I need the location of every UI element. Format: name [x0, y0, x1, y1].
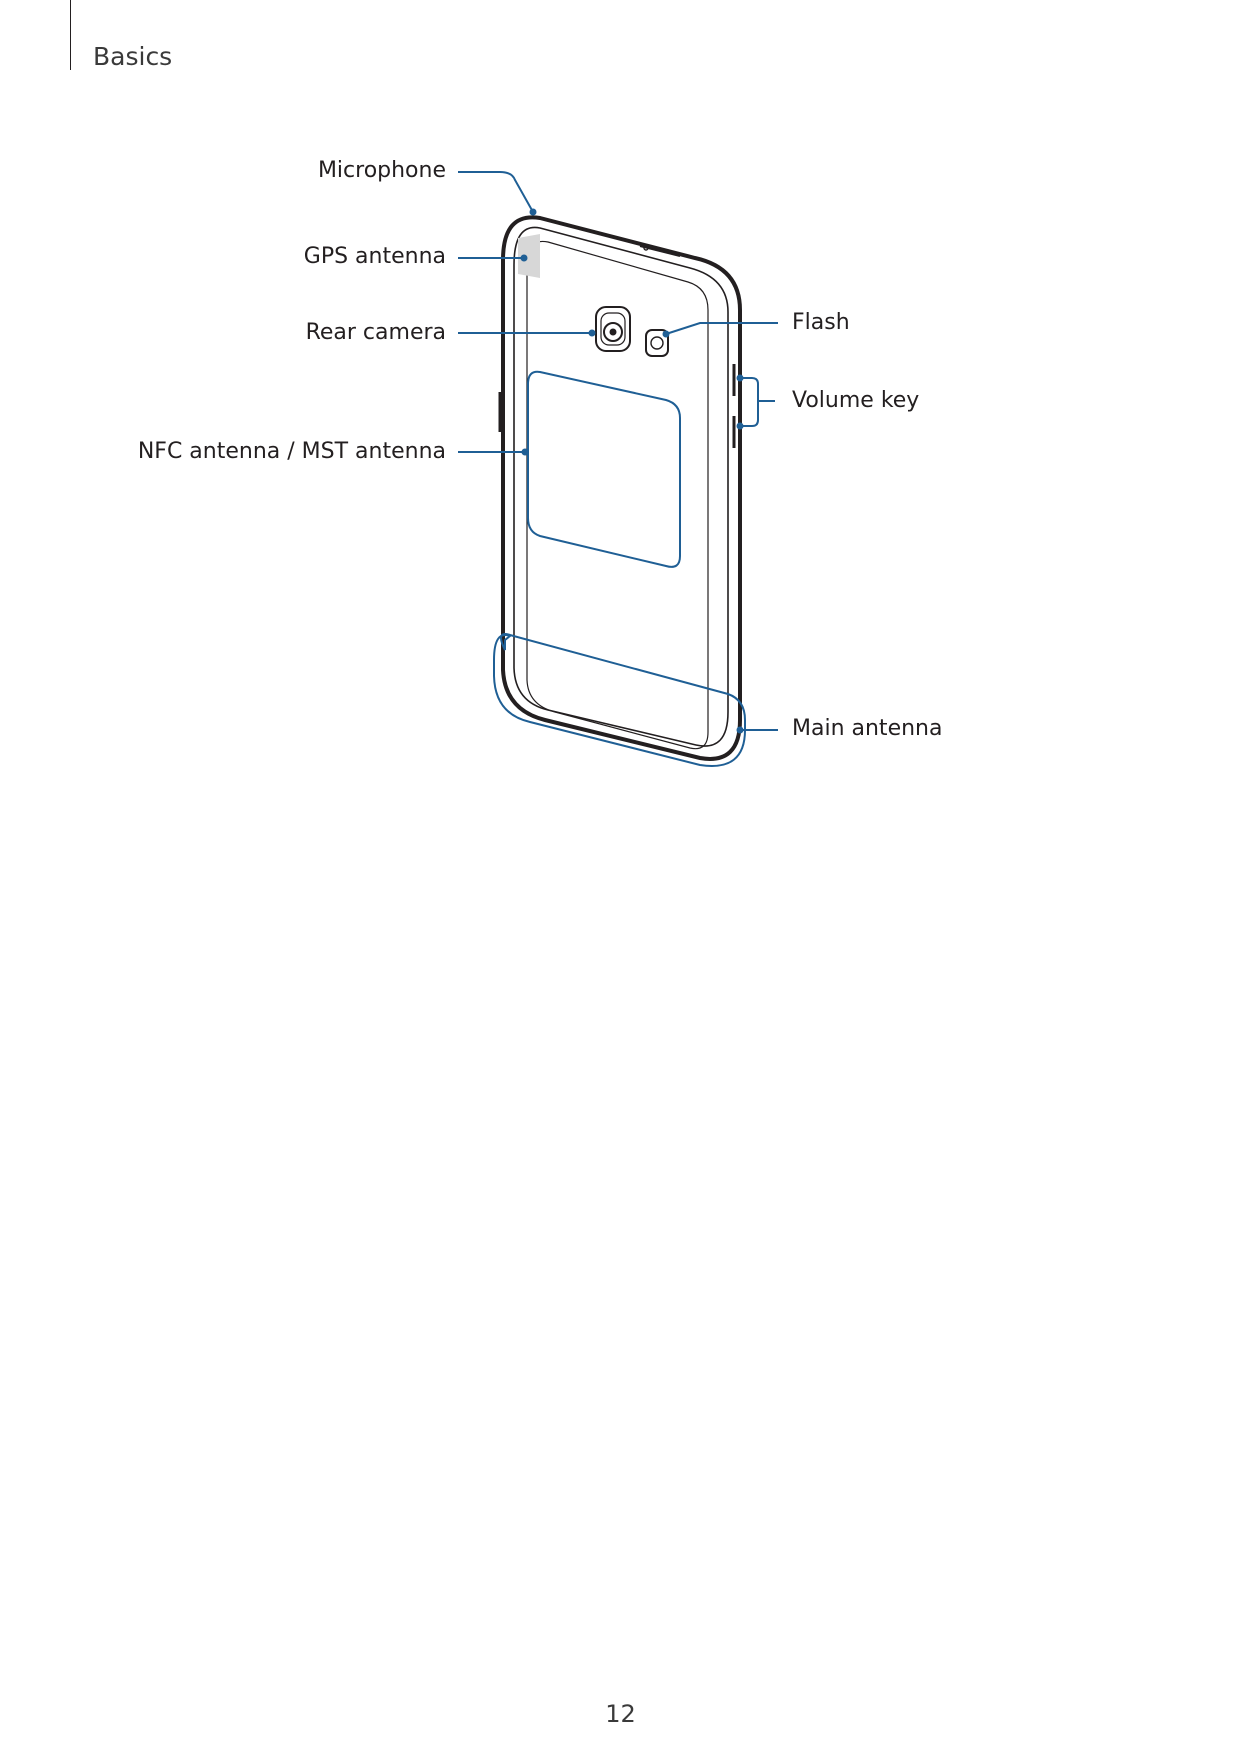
microphone-label: Microphone: [317, 158, 446, 183]
rear-camera-label: Rear camera: [305, 320, 446, 345]
phone-body: [498, 215, 742, 761]
main-antenna-area: [493, 633, 746, 767]
callout-microphone: [458, 171, 534, 213]
main-antenna-label: Main antenna: [792, 716, 943, 741]
callout-flash: [665, 322, 778, 335]
section-title: Basics: [93, 42, 173, 71]
page-number: 12: [605, 1700, 636, 1728]
volume-key-label: Volume key: [792, 388, 920, 413]
nfc-mst-antenna-label: NFC antenna / MST antenna: [137, 439, 446, 464]
gps-antenna-label: GPS antenna: [303, 244, 446, 269]
callout-lines: [458, 171, 778, 731]
gps-antenna-area: [518, 234, 540, 278]
phone-back-diagram: [458, 171, 778, 767]
callout-dots: [520, 208, 744, 734]
header-rule: [70, 0, 71, 70]
flash-icon: [645, 329, 669, 357]
nfc-antenna-area: [527, 370, 681, 568]
rear-camera: [595, 306, 631, 352]
callout-volume: [740, 377, 775, 427]
flash-label: Flash: [792, 310, 850, 335]
